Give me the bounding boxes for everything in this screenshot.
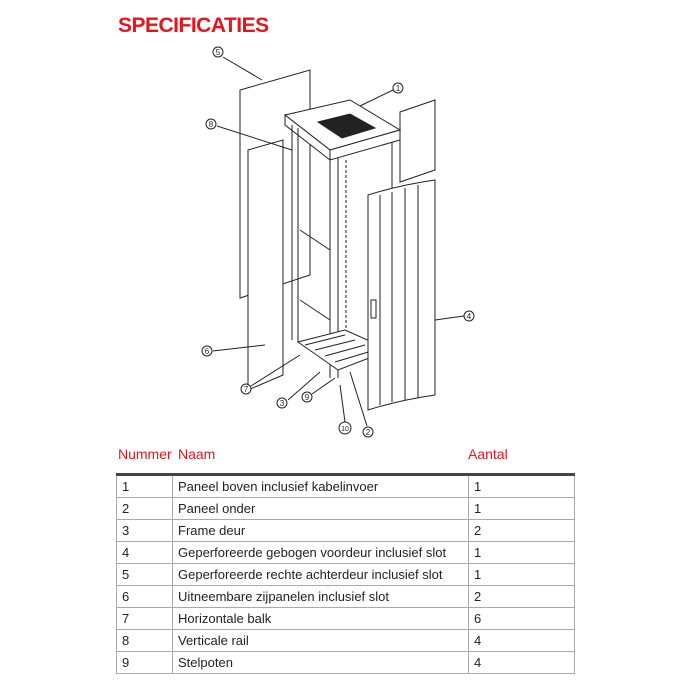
svg-text:10: 10 [341, 426, 349, 433]
row-name: Geperforeerde rechte achterdeur inclusie… [172, 563, 469, 586]
svg-text:5: 5 [216, 48, 221, 57]
row-quantity: 6 [468, 607, 575, 630]
row-name: Uitneembare zijpanelen inclusief slot [172, 585, 469, 608]
row-number: 2 [116, 497, 173, 520]
svg-text:4: 4 [467, 312, 472, 321]
row-name: Verticale rail [172, 629, 469, 652]
row-quantity: 1 [468, 497, 575, 520]
callout-3: 3 [276, 397, 288, 409]
row-name: Geperforeerde gebogen voordeur inclusief… [172, 541, 469, 564]
top-vent [316, 113, 377, 139]
row-name: Paneel onder [172, 497, 469, 520]
row-name: Horizontale balk [172, 607, 469, 630]
header-naam: Naam [178, 446, 216, 462]
header-nummer: Nummer [118, 446, 172, 462]
row-name: Stelpoten [172, 651, 469, 674]
callout-5: 5 [212, 46, 224, 58]
callout-4: 4 [463, 310, 475, 322]
row-name: Paneel boven inclusief kabelinvoer [172, 474, 469, 498]
row-number: 8 [116, 629, 173, 652]
row-number: 4 [116, 541, 173, 564]
callout-7: 7 [240, 383, 252, 395]
svg-text:3: 3 [280, 399, 285, 408]
side-panel-left [247, 139, 284, 391]
front-door [367, 179, 436, 411]
row-number: 5 [116, 563, 173, 586]
svg-text:7: 7 [244, 385, 249, 394]
svg-text:2: 2 [366, 428, 371, 437]
callouts: 1 2 3 4 5 6 7 8 9 10 [201, 46, 475, 438]
svg-text:6: 6 [205, 347, 210, 356]
callout-9: 9 [301, 391, 313, 403]
callout-10: 10 [338, 421, 352, 435]
row-number: 7 [116, 607, 173, 630]
row-number: 1 [116, 474, 173, 498]
callout-2: 2 [362, 426, 374, 438]
row-number: 9 [116, 651, 173, 674]
header-aantal: Aantal [468, 446, 508, 462]
svg-text:9: 9 [305, 393, 310, 402]
side-panel-right [399, 99, 436, 183]
row-quantity: 1 [468, 541, 575, 564]
row-number: 6 [116, 585, 173, 608]
row-number: 3 [116, 519, 173, 542]
row-quantity: 4 [468, 651, 575, 674]
page-title: SPECIFICATIES [118, 14, 269, 37]
row-quantity: 1 [468, 563, 575, 586]
row-quantity: 2 [468, 585, 575, 608]
row-name: Frame deur [172, 519, 469, 542]
row-quantity: 2 [468, 519, 575, 542]
rack-exploded-diagram: 1 2 3 4 5 6 7 8 9 10 [201, 46, 475, 438]
callout-6: 6 [201, 345, 213, 357]
callout-8: 8 [205, 118, 217, 130]
row-quantity: 4 [468, 629, 575, 652]
svg-text:1: 1 [396, 84, 401, 93]
callout-1: 1 [392, 82, 404, 94]
row-quantity: 1 [468, 474, 575, 498]
svg-text:8: 8 [209, 120, 214, 129]
